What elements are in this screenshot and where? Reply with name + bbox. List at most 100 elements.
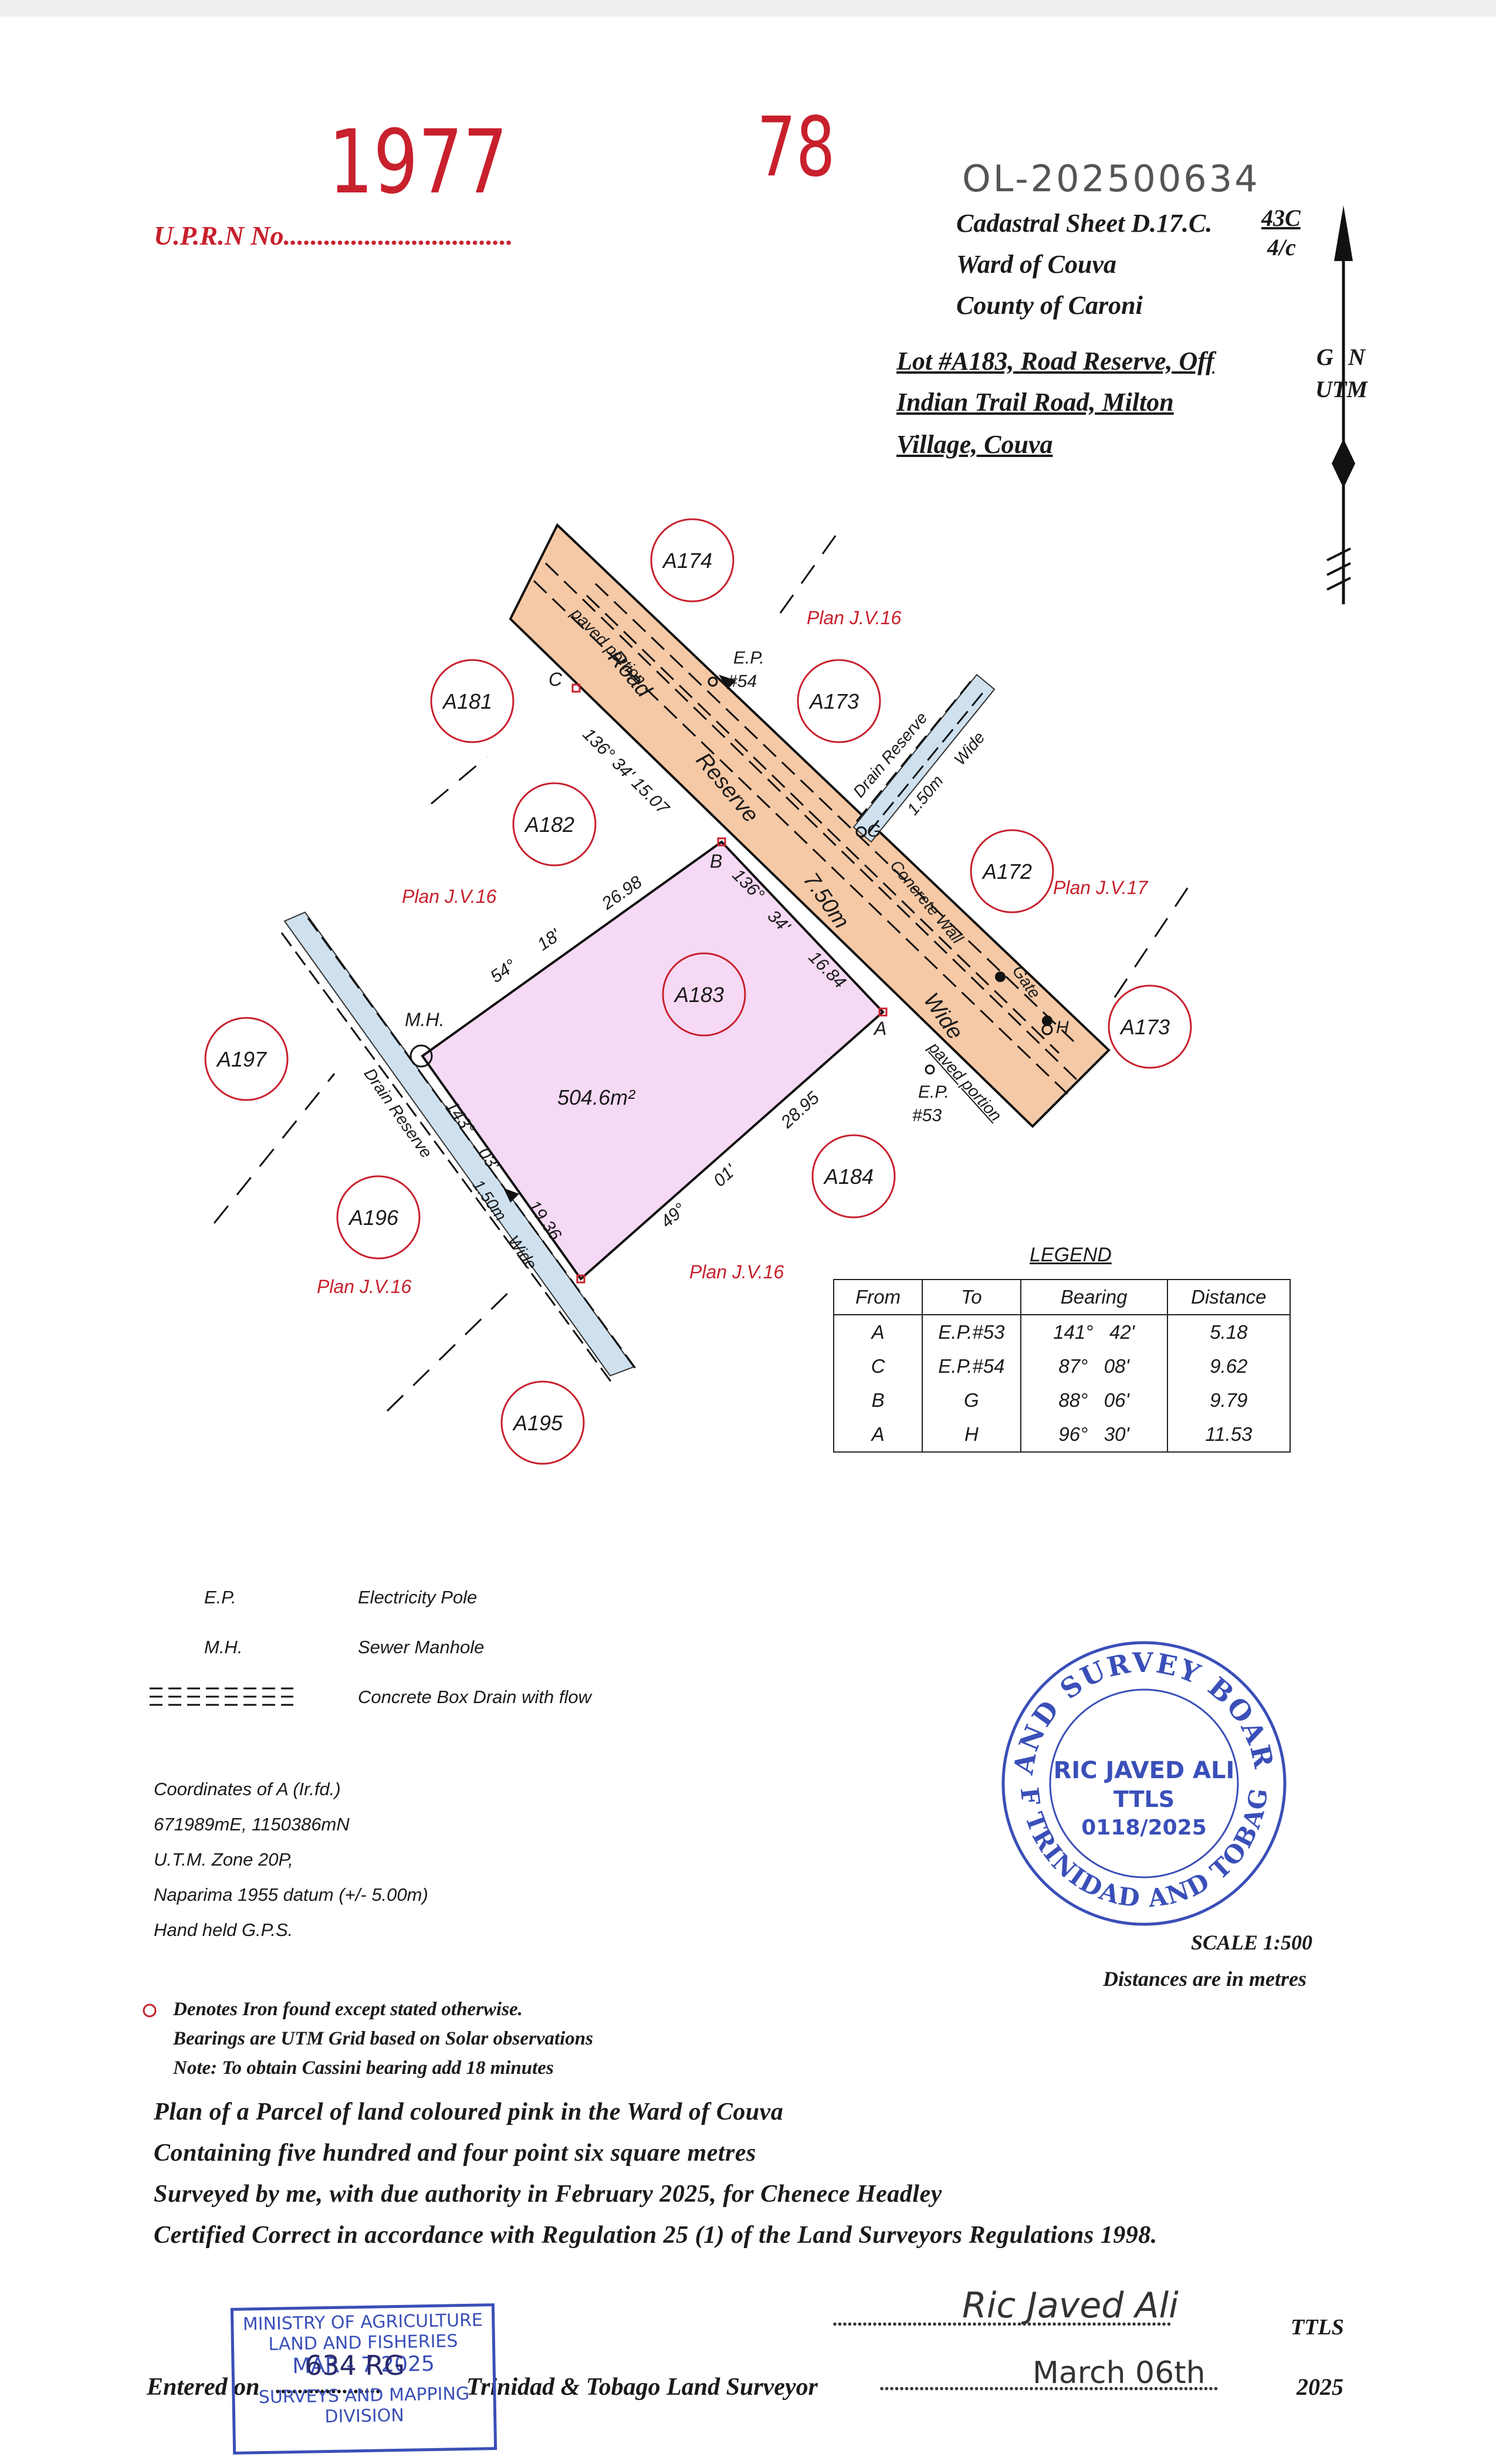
table-row: B G 88° 06' 9.79 bbox=[832, 1383, 1291, 1417]
legend-header: Distance bbox=[1166, 1279, 1291, 1315]
table-row: C E.P.#54 87° 08' 9.62 bbox=[832, 1349, 1291, 1383]
coordinates-line: Hand held G.P.S. bbox=[154, 1920, 293, 1940]
legend-cell: 11.53 bbox=[1166, 1417, 1291, 1453]
lot-label: A173 bbox=[810, 689, 859, 713]
distances-note: Distances are in metres bbox=[1103, 1967, 1307, 1991]
point-b-label: B bbox=[710, 851, 723, 872]
legend-deg: 87° bbox=[1058, 1355, 1088, 1377]
point-c-label: C bbox=[549, 669, 563, 690]
parcel-area: 504.6m² bbox=[557, 1085, 635, 1109]
scale-label: SCALE 1:500 bbox=[1191, 1931, 1313, 1954]
signature-ttls: TTLS bbox=[1291, 2315, 1344, 2340]
legend-cell: 5.18 bbox=[1166, 1315, 1291, 1349]
symbol-ep-desc: Electricity Pole bbox=[358, 1587, 478, 1607]
symbol-mh: M.H. bbox=[204, 1637, 243, 1657]
legend-cell: 96° 30' bbox=[1020, 1417, 1168, 1453]
svg-text:LAND SURVEY BOARD: LAND SURVEY BOARD bbox=[997, 1637, 1280, 1777]
legend-header: Bearing bbox=[1020, 1279, 1168, 1315]
handwritten-year-number: 1977 bbox=[329, 111, 508, 214]
lot-label: A182 bbox=[525, 813, 575, 837]
plan-line: Containing five hundred and four point s… bbox=[154, 2140, 756, 2167]
lot-label: A174 bbox=[663, 549, 713, 573]
legend-cell: A bbox=[832, 1417, 923, 1453]
legend-deg: 88° bbox=[1058, 1389, 1088, 1411]
lot-label: A181 bbox=[443, 689, 493, 713]
seal-name: RIC JAVED ALI bbox=[1053, 1757, 1235, 1784]
handwritten-sheet-number: 78 bbox=[757, 100, 835, 195]
surveyor-label: Trinidad & Tobago Land Surveyor bbox=[466, 2374, 818, 2401]
coordinates-line: 671989mE, 1150386mN bbox=[154, 1814, 350, 1835]
legend-cell: H bbox=[922, 1417, 1021, 1453]
plan-label: Plan J.V.16 bbox=[402, 886, 497, 907]
point-a-label: A bbox=[874, 1018, 887, 1039]
plan-line: Plan of a Parcel of land coloured pink i… bbox=[154, 2099, 784, 2125]
legend-min: 30' bbox=[1104, 1423, 1129, 1445]
legend-min: 06' bbox=[1104, 1389, 1129, 1411]
parcel-a183 bbox=[421, 840, 885, 1281]
symbol-mh-desc: Sewer Manhole bbox=[358, 1637, 485, 1657]
legend-header: From bbox=[832, 1279, 923, 1315]
handwritten-reference: OL-202500634 bbox=[962, 157, 1260, 200]
lot-line-1: Lot #A183, Road Reserve, Off bbox=[896, 347, 1214, 375]
ep54-number: #54 bbox=[727, 672, 757, 691]
signature-dots: ........................................… bbox=[833, 2309, 1172, 2330]
plan-label: Plan J.V.17 bbox=[1053, 877, 1148, 898]
north-utm-label: UTM bbox=[1315, 376, 1368, 402]
legend-cell: A bbox=[832, 1315, 923, 1349]
iron-found-icon bbox=[143, 2003, 157, 2018]
ep53-number: #53 bbox=[912, 1106, 942, 1125]
table-row: A E.P.#53 141° 42' 5.18 bbox=[832, 1315, 1291, 1349]
legend-cell: G bbox=[922, 1383, 1021, 1417]
survey-board-seal-icon: LAND SURVEY BOARD OF TRINIDAD AND TOBAGO bbox=[997, 1637, 1287, 1926]
lot-label: A184 bbox=[824, 1165, 874, 1189]
north-arrow-icon bbox=[1326, 205, 1355, 604]
notes-block: Denotes Iron found except stated otherwi… bbox=[173, 1995, 593, 2083]
legend-cell: 9.79 bbox=[1166, 1383, 1291, 1417]
plan-label: Plan J.V.16 bbox=[689, 1261, 784, 1282]
legend-table: From To Bearing Distance A E.P.#53 141° … bbox=[832, 1279, 1291, 1453]
ward: Ward of Couva bbox=[956, 250, 1116, 279]
legend-cell: E.P.#53 bbox=[922, 1315, 1021, 1349]
cadastral-sheet: Cadastral Sheet D.17.C. bbox=[956, 209, 1213, 238]
date-dots: ........................................… bbox=[880, 2373, 1219, 2395]
table-row: A H 96° 30' 11.53 bbox=[832, 1417, 1291, 1453]
entered-on-label: Entered on bbox=[147, 2374, 260, 2401]
legend-cell: 141° 42' bbox=[1020, 1315, 1168, 1349]
coordinates-line: U.T.M. Zone 20P, bbox=[154, 1849, 293, 1870]
north-g-label: G bbox=[1316, 344, 1333, 370]
point-g-label: G bbox=[867, 821, 881, 841]
legend-deg: 96° bbox=[1058, 1423, 1088, 1445]
plan-label: Plan J.V.16 bbox=[317, 1276, 412, 1297]
lot-label: A195 bbox=[513, 1411, 563, 1435]
uprn-label: U.P.R.N No. bbox=[154, 221, 291, 251]
coordinates-block: Coordinates of A (Ir.fd.) 671989mE, 1150… bbox=[154, 1772, 428, 1948]
legend-min: 08' bbox=[1104, 1355, 1129, 1377]
note-line: Bearings are UTM Grid based on Solar obs… bbox=[173, 2028, 593, 2049]
lot-label: A172 bbox=[983, 859, 1033, 884]
handwritten-date: March 06th bbox=[1033, 2355, 1206, 2391]
legend-deg: 141° bbox=[1053, 1321, 1094, 1343]
lot-line-2: Indian Trail Road, Milton bbox=[896, 388, 1174, 417]
legend-title: LEGEND bbox=[1030, 1244, 1112, 1266]
sheet-fraction-bottom: 4/c bbox=[1267, 234, 1296, 260]
point-mh-label: M.H. bbox=[405, 1009, 445, 1030]
plan-line: Surveyed by me, with due authority in Fe… bbox=[154, 2181, 942, 2208]
ep53-label: E.P. bbox=[918, 1082, 949, 1102]
scan-top-edge bbox=[0, 0, 1496, 16]
symbol-drain-desc: Concrete Box Drain with flow bbox=[358, 1687, 591, 1707]
uprn-dots: ................................. bbox=[290, 221, 513, 251]
coordinates-line: Coordinates of A (Ir.fd.) bbox=[154, 1779, 341, 1799]
plan-label: Plan J.V.16 bbox=[807, 607, 902, 628]
seal-number: 0118/2025 bbox=[1081, 1816, 1207, 1840]
note-line: Denotes Iron found except stated otherwi… bbox=[173, 1999, 523, 2020]
point-h-label: H bbox=[1056, 1018, 1069, 1037]
signature-year: 2025 bbox=[1297, 2374, 1343, 2400]
legend-cell: 88° 06' bbox=[1020, 1383, 1168, 1417]
drain-symbol-icon bbox=[150, 1687, 293, 1706]
symbol-ep: E.P. bbox=[204, 1587, 236, 1607]
legend-header-row: From To Bearing Distance bbox=[832, 1279, 1291, 1315]
lot-label: A173 bbox=[1121, 1015, 1170, 1039]
note-line: Note: To obtain Cassini bearing add 18 m… bbox=[173, 2057, 554, 2079]
entered-dots: ................... bbox=[276, 2374, 382, 2398]
survey-map bbox=[204, 518, 1192, 1465]
